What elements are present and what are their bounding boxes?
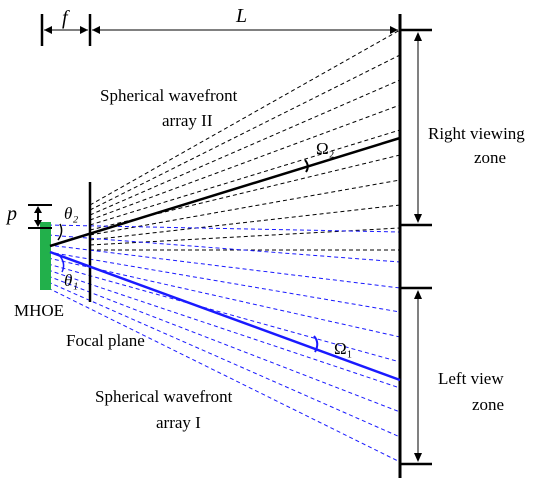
left-zone-arrowhead-down — [414, 453, 422, 462]
right-zone-arrowhead-up — [414, 32, 422, 41]
black-dashed-ray — [89, 204, 401, 241]
mhoe-label: MHOE — [14, 301, 64, 320]
black-dashed-ray — [89, 79, 401, 216]
blue-dashed-ray — [47, 234, 401, 263]
omega2-arc — [304, 159, 309, 173]
blue-chief-ray — [49, 250, 401, 382]
blue-dashed-ray — [47, 287, 401, 463]
omega1-label: Ω₁ — [334, 339, 353, 358]
black-dashed-ray — [89, 227, 401, 246]
pitch-arrowhead-up — [34, 206, 42, 213]
theta2-arc — [57, 223, 63, 241]
p-label: p — [5, 203, 17, 225]
blue-dashed-ray — [47, 281, 401, 438]
theta2-label: θ₂ — [64, 204, 78, 223]
left-zone-arrowhead-up — [414, 290, 422, 299]
L-arrowhead-right — [390, 26, 398, 34]
array1-label-line2: array I — [156, 413, 201, 432]
f-arrowhead-right — [80, 26, 88, 34]
pitch-arrowhead-down — [34, 220, 42, 227]
black-dashed-ray — [89, 29, 401, 206]
black-dashed-ray — [89, 104, 401, 221]
array1-label-line1: Spherical wavefront — [95, 387, 233, 406]
omega1-arc — [313, 335, 319, 353]
mhoe-bar — [40, 222, 51, 290]
left-zone-label-line1: Left view — [438, 369, 504, 388]
L-label: L — [235, 5, 247, 27]
f-label: f — [62, 7, 70, 29]
f-arrowhead-left — [44, 26, 52, 34]
array2-label-line1: Spherical wavefront — [100, 86, 238, 105]
left-zone-label-line2: zone — [472, 395, 504, 414]
black-dashed-ray — [89, 54, 401, 211]
array2-label-line2: array II — [162, 111, 213, 130]
right-zone-label-line1: Right viewing — [428, 124, 525, 143]
blue-dashed-ray — [47, 251, 401, 313]
theta1-label: θ₁ — [64, 271, 78, 290]
black-dashed-rays — [89, 29, 401, 251]
blue-dashed-ray — [47, 269, 401, 389]
blue-dashed-rays — [47, 224, 401, 463]
black-chief-ray — [49, 136, 401, 248]
right-zone-arrowhead-down — [414, 214, 422, 223]
blue-dashed-ray — [47, 244, 401, 289]
theta1-arc — [59, 255, 65, 273]
omega2-label: Ω₂ — [316, 139, 335, 158]
black-dashed-ray — [89, 179, 401, 236]
blue-dashed-ray — [47, 263, 401, 363]
black-dashed-ray — [89, 129, 401, 226]
blue-dashed-ray — [47, 224, 401, 233]
L-arrowhead-left — [92, 26, 100, 34]
right-zone-label-line2: zone — [474, 148, 506, 167]
focal-plane-label: Focal plane — [66, 331, 145, 350]
